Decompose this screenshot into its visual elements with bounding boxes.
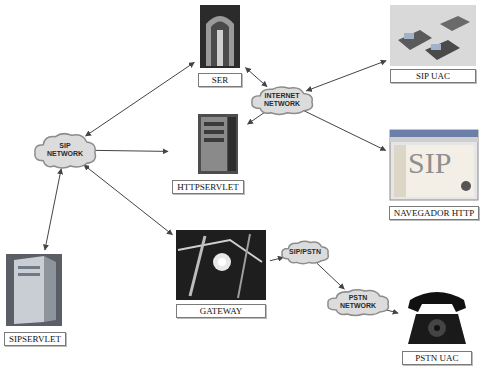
connector-arrow xyxy=(248,113,265,125)
component-label: NAVEGADOR HTTP xyxy=(389,206,480,220)
connector-arrow xyxy=(270,257,283,260)
network-cloud: SIP NETWORK xyxy=(31,130,99,170)
network-name: PSTN NETWORK xyxy=(334,294,382,310)
network-name: SIP NETWORK xyxy=(41,142,89,158)
component-label: SIP UAC xyxy=(390,69,476,83)
network-cloud: INTERNET NETWORK xyxy=(248,84,316,116)
component-label: GATEWAY xyxy=(176,304,266,318)
telephone-photo xyxy=(408,292,466,344)
connector-arrow xyxy=(306,61,386,91)
connector-arrow xyxy=(96,150,168,151)
server-photo xyxy=(198,114,238,174)
component-label: PSTN UAC xyxy=(402,351,472,365)
component-node: SIPSERVLET xyxy=(3,252,67,346)
connector-arrow xyxy=(86,62,195,136)
component-node: HTTPSERVLET xyxy=(170,110,246,194)
component-node: GATEWAY xyxy=(174,228,268,318)
gateway-photo xyxy=(176,230,266,300)
browser-screenshot xyxy=(390,130,478,200)
connector-arrow xyxy=(317,263,345,289)
network-cloud: SIP/PSTN xyxy=(279,239,331,265)
connector-arrow xyxy=(45,169,61,250)
network-name: SIP/PSTN xyxy=(289,248,321,256)
component-node: PSTN UAC xyxy=(400,283,474,365)
connector-arrow xyxy=(304,111,386,151)
connector-arrow xyxy=(84,165,172,235)
component-label: SIPSERVLET xyxy=(4,332,66,346)
component-label: HTTPSERVLET xyxy=(172,180,244,194)
network-name: INTERNET NETWORK xyxy=(258,92,306,108)
network-cloud: PSTN NETWORK xyxy=(324,287,392,317)
component-node: SER xyxy=(196,3,244,87)
component-label: SER xyxy=(198,73,242,87)
component-node: SIP UAC xyxy=(388,3,478,83)
connector-arrow xyxy=(246,68,268,87)
tower-server-photo xyxy=(6,254,62,326)
screen-text: SIP xyxy=(408,148,451,178)
ip-phones-photo xyxy=(390,5,476,66)
ser-photo xyxy=(200,5,240,68)
